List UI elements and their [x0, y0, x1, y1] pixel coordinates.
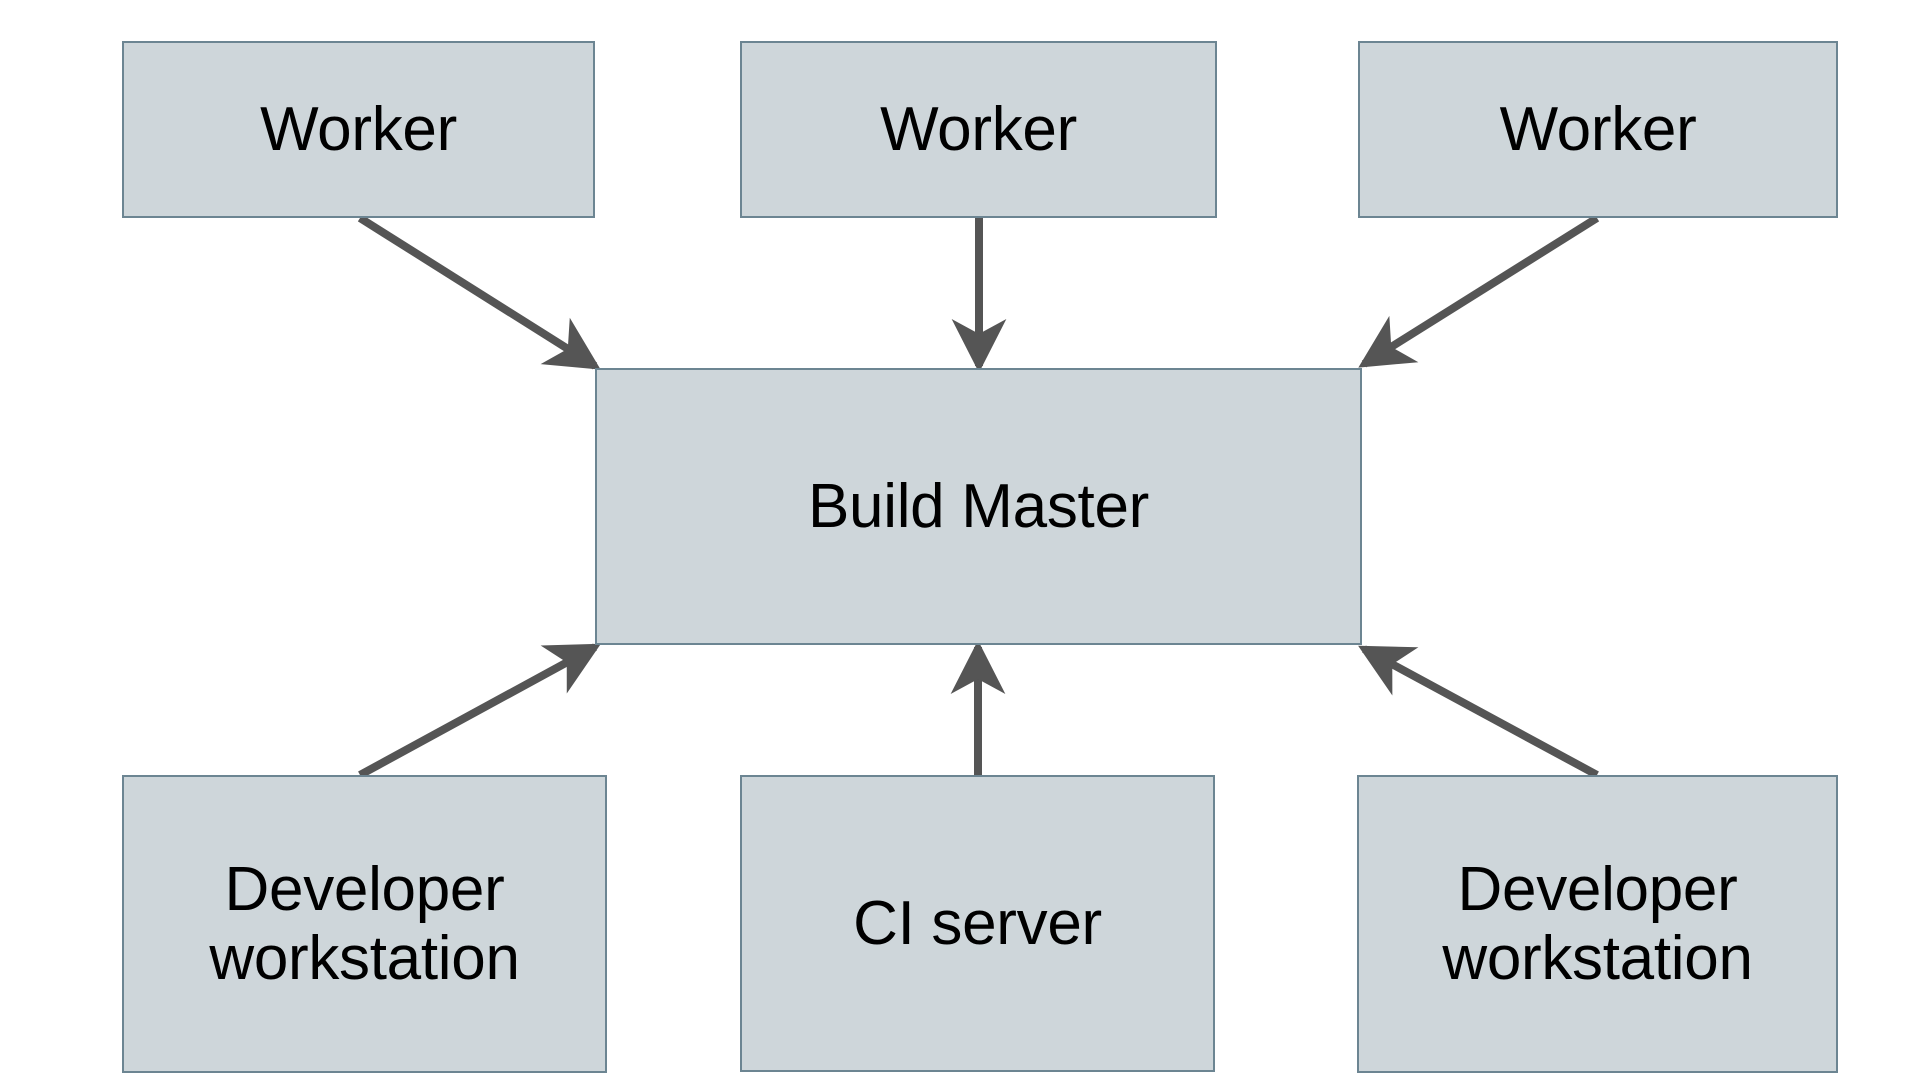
node-worker-center[interactable]: Worker — [740, 41, 1217, 218]
edge-dev-left-to-build-master — [358, 643, 601, 779]
edge-worker-left-to-build-master — [357, 214, 601, 370]
node-developer-workstation-right[interactable]: Developer workstation — [1357, 775, 1838, 1073]
node-label-developer-workstation-left: Developer workstation — [209, 854, 520, 993]
node-label-developer-workstation-right: Developer workstation — [1442, 854, 1753, 993]
node-developer-workstation-left[interactable]: Developer workstation — [122, 775, 607, 1073]
node-label-ci-server: CI server — [853, 888, 1102, 958]
edge-dev-right-to-build-master — [1358, 645, 1599, 779]
node-build-master[interactable]: Build Master — [595, 368, 1362, 645]
node-label-worker-right: Worker — [1499, 94, 1697, 164]
node-label-worker-left: Worker — [260, 94, 457, 164]
edge-worker-right-to-build-master — [1358, 214, 1600, 368]
node-worker-right[interactable]: Worker — [1358, 41, 1838, 218]
node-worker-left[interactable]: Worker — [122, 41, 595, 218]
node-label-worker-center: Worker — [880, 94, 1077, 164]
node-label-build-master: Build Master — [808, 471, 1149, 541]
node-ci-server[interactable]: CI server — [740, 775, 1215, 1072]
